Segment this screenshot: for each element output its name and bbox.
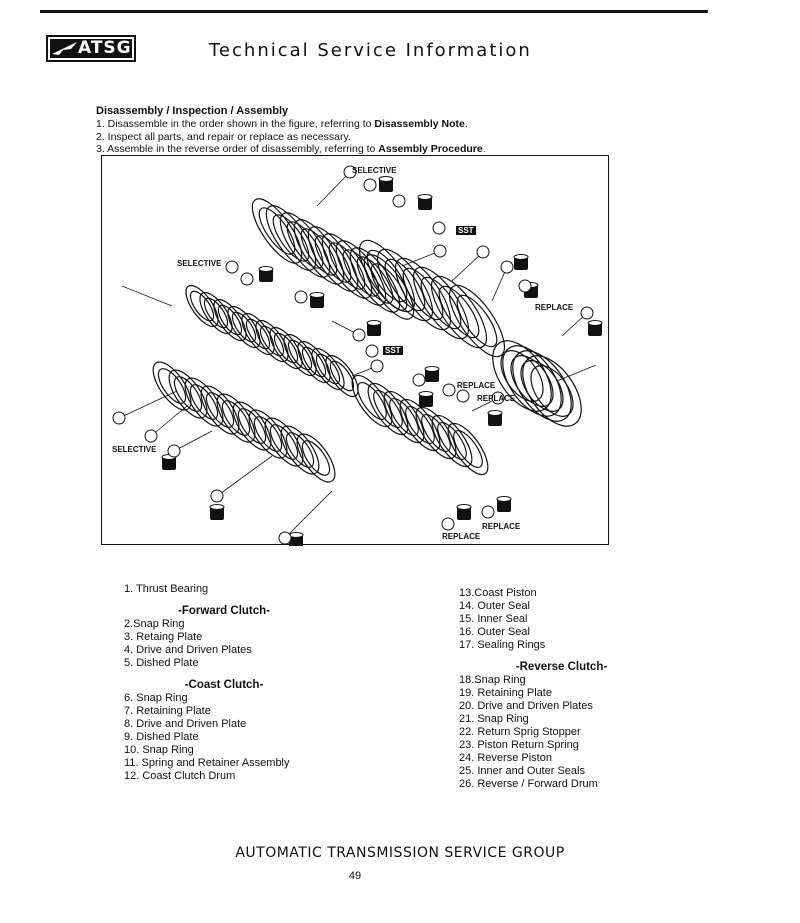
part-item: 25. Inner and Outer Seals xyxy=(459,765,585,777)
label-replace-16: REPLACE xyxy=(442,532,481,541)
part-item: 3. Retaing Plate xyxy=(124,631,203,643)
part-item: 10. Snap Ring xyxy=(124,744,194,756)
procedure-steps: 1. Disassemble in the order shown in the… xyxy=(96,118,486,156)
step-1: 1. Disassemble in the order shown in the… xyxy=(96,118,468,130)
header-rule xyxy=(40,10,708,13)
logo-text: ATSG xyxy=(78,38,132,58)
page-number: 49 xyxy=(348,870,362,882)
part-item: 16. Outer Seal xyxy=(459,626,530,638)
coast-clutch-heading: -Coast Clutch- xyxy=(184,679,264,691)
label-sst-10: SST xyxy=(383,346,403,355)
reverse-clutch-heading: -Reverse Clutch- xyxy=(515,661,608,673)
atsg-logo: ATSG xyxy=(46,35,136,62)
page-title: Technical Service Information xyxy=(209,40,532,61)
label-replace-15: REPLACE xyxy=(477,394,516,403)
part-item: 19. Retaining Plate xyxy=(459,687,552,699)
label-selective-3: SELECTIVE xyxy=(112,445,157,454)
part-item: 17. Sealing Rings xyxy=(459,639,546,651)
part-item: 2.Snap Ring xyxy=(124,618,185,630)
parts-list-left: 1. Thrust Bearing -Forward Clutch- 2.Sna… xyxy=(124,583,324,783)
label-selective-18: SELECTIVE xyxy=(352,166,397,175)
part-item: 8. Drive and Driven Plate xyxy=(124,718,247,730)
part-item: 4. Drive and Driven Plates xyxy=(124,644,252,656)
part-item: 1. Thrust Bearing xyxy=(124,583,209,595)
label-sst-21: SST xyxy=(456,226,476,235)
part-item: 22. Return Sprig Stopper xyxy=(459,726,581,738)
label-selective-6: SELECTIVE xyxy=(177,259,222,268)
part-item: 21. Snap Ring xyxy=(459,713,529,725)
label-replace-17: REPLACE xyxy=(482,522,521,531)
label-replace-25: REPLACE xyxy=(535,303,574,312)
part-item: 24. Reverse Piston xyxy=(459,752,552,764)
part-item: 23. Piston Return Spring xyxy=(459,739,579,751)
label-replace-14: REPLACE xyxy=(457,381,496,390)
part-item: 5. Dished Plate xyxy=(124,657,199,669)
part-item: 18.Snap Ring xyxy=(459,674,526,686)
parts-list-right: 13.Coast Piston 14. Outer Seal 15. Inner… xyxy=(459,587,664,791)
part-item: 26. Reverse / Forward Drum xyxy=(459,778,598,790)
part-item: 15. Inner Seal xyxy=(459,613,528,625)
part-item: 20. Drive and Driven Plates xyxy=(459,700,593,712)
part-item: 11. Spring and Retainer Assembly xyxy=(124,757,290,769)
footer-org: AUTOMATIC TRANSMISSION SERVICE GROUP xyxy=(235,845,565,861)
exploded-view-figure: SELECTIVE SELECTIVE SELECTIVE REPLACE RE… xyxy=(101,155,609,546)
part-item: 7. Retaining Plate xyxy=(124,705,211,717)
step-3: 3. Assemble in the reverse order of disa… xyxy=(96,143,486,155)
step-2: 2. Inspect all parts, and repair or repl… xyxy=(96,130,351,143)
part-item: 14. Outer Seal xyxy=(459,600,530,612)
part-item: 6. Snap Ring xyxy=(124,692,188,704)
part-item: 12. Coast Clutch Drum xyxy=(124,770,236,782)
section-heading: Disassembly / Inspection / Assembly xyxy=(96,105,289,117)
part-item: 13.Coast Piston xyxy=(459,587,537,599)
bird-logo-icon xyxy=(52,42,77,55)
part-item: 9. Dished Plate xyxy=(124,731,199,743)
exploded-view-drawing xyxy=(112,165,603,546)
forward-clutch-heading: -Forward Clutch- xyxy=(178,605,270,617)
